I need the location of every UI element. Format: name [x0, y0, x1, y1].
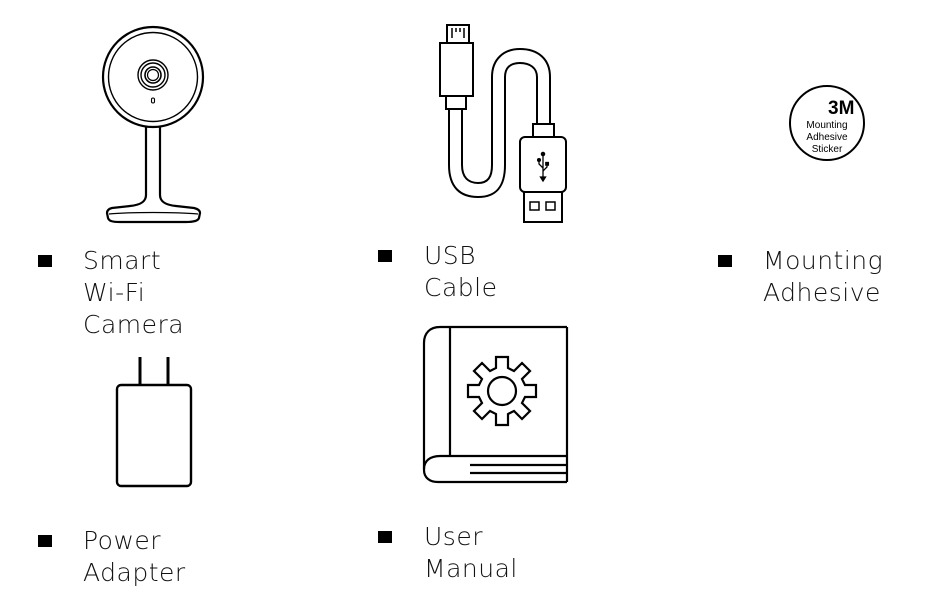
bullet-icon — [38, 255, 52, 267]
power-adapter-icon — [115, 357, 193, 488]
label-camera: Smart Wi-Fi Camera — [83, 246, 185, 339]
label-usb-cable: USB Cable — [424, 241, 498, 302]
camera-icon — [101, 25, 205, 224]
sticker-text-line: Sticker — [812, 144, 843, 155]
label-user-manual: User Manual — [424, 522, 518, 583]
bullet-icon — [718, 255, 732, 267]
sticker-text-line: Mounting — [806, 120, 847, 131]
bullet-icon — [378, 250, 392, 262]
label-mounting-adhesive: Mounting Adhesive — [763, 246, 884, 307]
sticker-brand: 3M — [828, 98, 854, 119]
bullet-icon — [38, 535, 52, 547]
sticker-text-line: Adhesive — [806, 132, 848, 143]
usb-cable-icon — [439, 24, 567, 223]
user-manual-icon — [422, 325, 569, 484]
label-power-adapter: Power Adapter — [83, 526, 186, 587]
adhesive-sticker-icon: 3M Mounting Adhesive Sticker — [789, 85, 865, 161]
bullet-icon — [378, 531, 392, 543]
